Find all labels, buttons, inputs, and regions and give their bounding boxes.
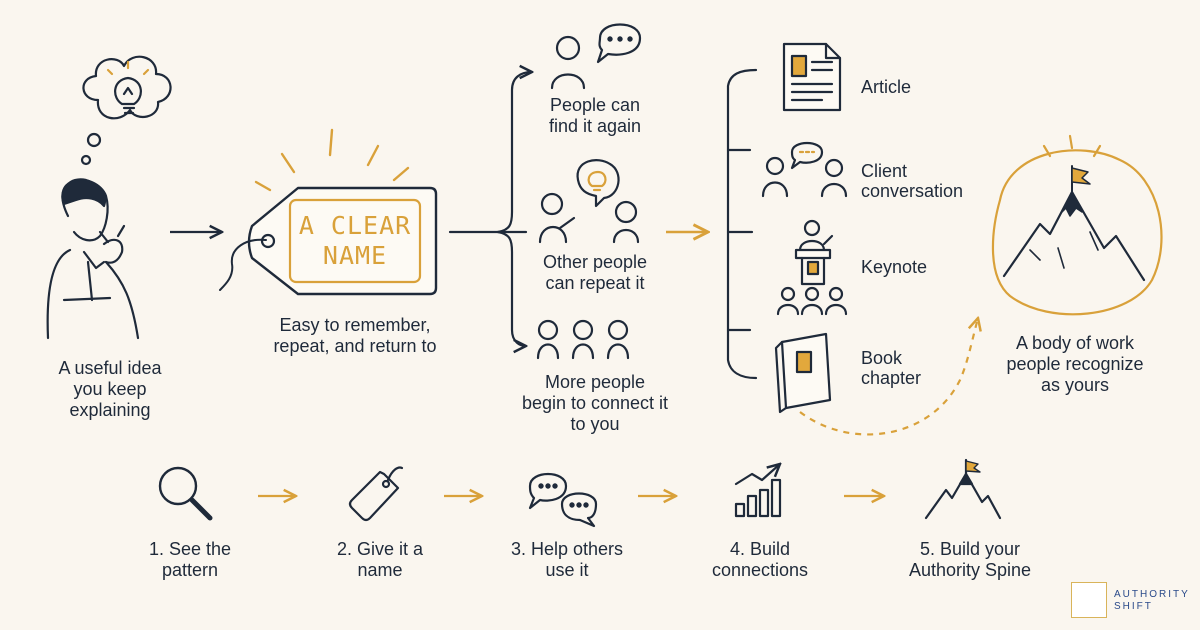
step-label-line: 5. Build your [919, 539, 1021, 559]
format-label-line: conversation [861, 181, 964, 201]
logo-text-line: SHIFT [1114, 601, 1153, 612]
format-label-conversation: Client conversation [861, 161, 1001, 201]
step-label-line: 3. Help others [510, 539, 624, 559]
outcome-caption-3: More people begin to connect it to you [500, 372, 690, 435]
format-label-line: chapter [861, 368, 922, 388]
idea-caption-line: explaining [69, 400, 151, 420]
outcome-caption-line: to you [570, 414, 620, 434]
logo-wordmark: AUTHORITY SHIFT [1114, 589, 1190, 613]
step-label-line: 4. Build [729, 539, 791, 559]
conversation-icon [761, 141, 848, 198]
result-caption-line: people recognize [1006, 354, 1144, 374]
step-label-line: pattern [161, 560, 219, 580]
outcome-caption-2: Other people can repeat it [520, 252, 670, 294]
result-caption-line: as yours [1040, 375, 1110, 395]
step-label-2: 2. Give it a name [310, 539, 450, 581]
idea-caption-line: you keep [73, 379, 147, 399]
book-icon [774, 332, 832, 414]
mountain-flag-icon [924, 458, 1002, 520]
format-label-keynote: Keynote [861, 257, 1001, 277]
tag-icon [348, 466, 404, 522]
logo-text-line: AUTHORITY [1114, 589, 1190, 600]
dashed-arrow-to-result [799, 318, 978, 436]
step-label-line: 2. Give it a [336, 539, 424, 559]
outcome-caption-line: can repeat it [545, 273, 645, 293]
tag-caption: Easy to remember, repeat, and return to [245, 315, 465, 357]
format-label-line: Article [861, 77, 912, 97]
step-label-5: 5. Build your Authority Spine [885, 539, 1055, 581]
magnifier-icon [158, 466, 213, 521]
keynote-icon [776, 219, 848, 316]
outcome-caption-line: begin to connect it [521, 393, 669, 413]
format-label-book: Book chapter [861, 348, 1001, 388]
group-icon [536, 319, 630, 360]
tag-caption-line: Easy to remember, [279, 315, 431, 335]
tag-text-line: A CLEAR [298, 211, 412, 240]
result-caption: A body of work people recognize as yours [985, 333, 1165, 396]
step-label-line: name [357, 560, 403, 580]
format-label-line: Keynote [861, 257, 928, 277]
outcome-caption-line: Other people [542, 252, 648, 272]
outcome-caption-1: People can find it again [520, 95, 670, 137]
name-tag-icon [219, 128, 438, 296]
tag-caption-line: repeat, and return to [273, 336, 437, 356]
speech-bubbles-icon [528, 473, 598, 528]
step-label-line: 1. See the [148, 539, 232, 559]
outcome-caption-line: People can [549, 95, 641, 115]
step-label-line: connections [711, 560, 809, 580]
step-label-4: 4. Build connections [690, 539, 830, 581]
people-idea-icon [538, 159, 640, 244]
thinking-person-icon [46, 55, 172, 340]
step-label-line: use it [545, 560, 589, 580]
tag-text-line: NAME [322, 241, 388, 270]
step-label-1: 1. See the pattern [120, 539, 260, 581]
step-label-line: Authority Spine [908, 560, 1032, 580]
idea-caption: A useful idea you keep explaining [30, 358, 190, 421]
outcome-caption-line: More people [544, 372, 646, 392]
mountain-flag-icon [991, 134, 1163, 316]
logo-frame [1071, 582, 1107, 618]
format-label-line: Book [861, 348, 903, 368]
idea-caption-line: A useful idea [58, 358, 162, 378]
format-label-line: Client [861, 161, 908, 181]
branch-to-outcomes [448, 72, 532, 346]
growth-chart-icon [734, 464, 780, 518]
step-label-3: 3. Help others use it [492, 539, 642, 581]
outcome-caption-line: find it again [548, 116, 642, 136]
article-icon [782, 42, 842, 112]
formats-bracket [726, 68, 758, 380]
format-label-article: Article [861, 77, 1001, 97]
result-caption-line: A body of work [1015, 333, 1135, 353]
tag-text: A CLEAR NAME [290, 211, 420, 271]
person-speech-icon [550, 23, 642, 90]
